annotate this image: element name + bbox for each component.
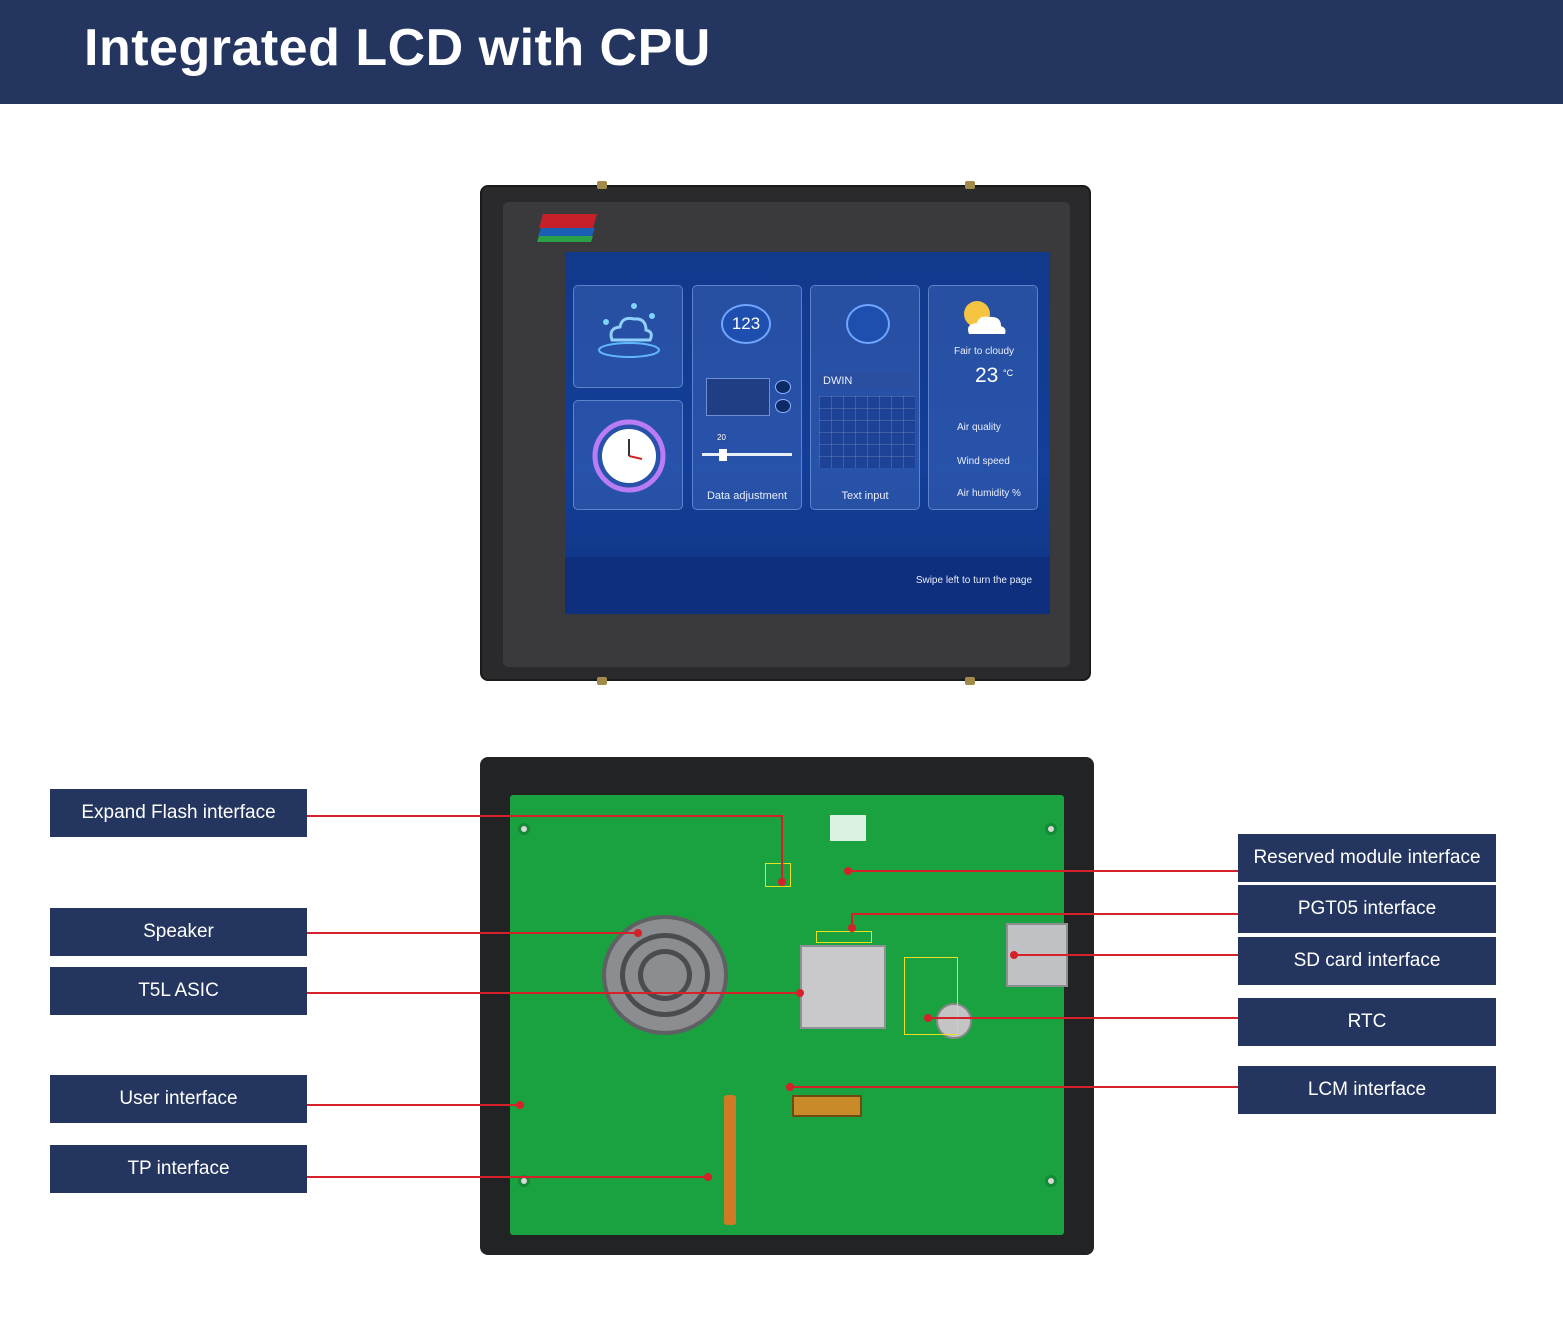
label-pgt05: PGT05 interface [1238, 885, 1496, 933]
cloud-card[interactable] [573, 285, 683, 388]
mount-hole [518, 1175, 530, 1187]
speaker-component [602, 915, 728, 1035]
bolt [597, 677, 607, 685]
sun-cloud-icon [964, 301, 1006, 334]
text-field[interactable]: DWIN [819, 372, 915, 390]
plus-button[interactable] [775, 380, 791, 394]
device-bezel: 123 20 Data adjustment DWIN Text input [503, 202, 1070, 667]
label-speaker: Speaker [50, 908, 307, 956]
tp-cable [724, 1095, 736, 1225]
label-t5l-asic: T5L ASIC [50, 967, 307, 1015]
data-adjustment-card[interactable]: 123 20 Data adjustment [692, 285, 802, 510]
sd-card-slot [1006, 923, 1068, 987]
cloud-icon [598, 303, 660, 358]
label-reserved-module: Reserved module interface [1238, 834, 1496, 882]
temperature-unit: °C [1003, 368, 1014, 378]
bolt [965, 181, 975, 189]
pgt05-interface-box [816, 931, 872, 943]
bolt [965, 677, 975, 685]
clock-card[interactable] [573, 400, 683, 510]
label-expand-flash: Expand Flash interface [50, 789, 307, 837]
air-humidity-label: Air humidity % [957, 488, 1021, 499]
weather-condition: Fair to cloudy [953, 346, 1015, 357]
bolt [597, 181, 607, 189]
pcb-logo [830, 815, 866, 841]
slider-track[interactable] [702, 453, 792, 456]
device-front-view: 123 20 Data adjustment DWIN Text input [480, 181, 1091, 685]
clock-icon [592, 419, 666, 493]
number-display [706, 378, 770, 416]
slider-value: 20 [715, 433, 728, 442]
t5l-asic-chip [800, 945, 886, 1029]
label-lcm: LCM interface [1238, 1066, 1496, 1114]
header-bar: Integrated LCD with CPU [0, 0, 1563, 104]
dwin-logo [537, 214, 597, 242]
label-sd-card: SD card interface [1238, 937, 1496, 985]
text-input-label: Text input [841, 490, 889, 502]
lcd-screen: 123 20 Data adjustment DWIN Text input [565, 252, 1050, 614]
number-icon: 123 [721, 304, 771, 344]
pcb-board [510, 795, 1068, 1235]
device-back-view [480, 757, 1094, 1255]
weather-card[interactable]: Fair to cloudy 23 °C Air quality Wind sp… [928, 285, 1038, 510]
text-input-card[interactable]: DWIN Text input [810, 285, 920, 510]
screen-footer-bar [565, 557, 1050, 614]
data-adjustment-label: Data adjustment [706, 490, 788, 502]
air-quality-label: Air quality [957, 422, 1001, 433]
minus-button[interactable] [775, 399, 791, 413]
mount-hole [1045, 823, 1057, 835]
label-tp-interface: TP interface [50, 1145, 307, 1193]
temperature: 23 [975, 364, 999, 387]
text-icon [846, 304, 890, 344]
flash-interface-box [765, 863, 791, 887]
label-rtc: RTC [1238, 998, 1496, 1046]
lcm-connector [792, 1095, 862, 1117]
rtc-box [904, 957, 958, 1035]
wind-speed-label: Wind speed [957, 456, 1010, 467]
slider-handle[interactable] [719, 449, 727, 461]
mount-hole [1045, 1175, 1057, 1187]
keyboard[interactable] [819, 396, 915, 468]
mount-hole [518, 823, 530, 835]
label-user-interface: User interface [50, 1075, 307, 1123]
swipe-hint: Swipe left to turn the page [915, 575, 1032, 586]
page-title: Integrated LCD with CPU [84, 19, 711, 77]
rtc-battery [936, 1003, 972, 1039]
